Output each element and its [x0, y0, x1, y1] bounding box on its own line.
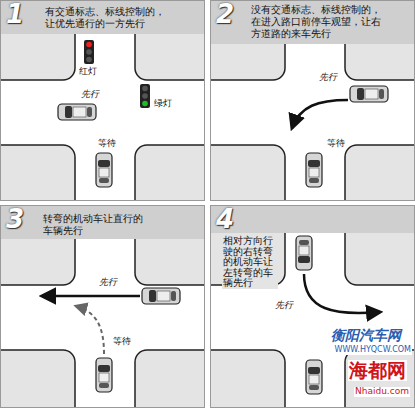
- car: [350, 86, 388, 102]
- panel-number: 4: [216, 206, 234, 232]
- watermark: 海都网: [348, 360, 407, 381]
- signal-label: 绿灯: [153, 98, 173, 108]
- panel-border: [211, 1, 415, 201]
- car-label: 先行: [274, 300, 294, 310]
- watermark: WWW.HYQCW.COM: [334, 346, 412, 355]
- car-label: 等待: [112, 336, 132, 346]
- car: [306, 360, 322, 394]
- car-label: 先行: [80, 89, 100, 99]
- car: [96, 153, 112, 187]
- car-label: 等待: [326, 138, 346, 148]
- panel-border: [1, 206, 205, 408]
- panel-number: 1: [6, 1, 24, 27]
- intersection: [0, 205, 205, 408]
- rule-text: 转弯的机动车让直行的车辆先行: [42, 213, 148, 237]
- signal-label: 红灯: [78, 66, 98, 76]
- watermark: Nhaidu.com: [354, 387, 410, 397]
- car: [142, 288, 180, 304]
- intersection: [0, 0, 205, 201]
- rule-text: 相对方向行驶的右转弯的机动车让左转弯的车辆先行: [222, 236, 278, 289]
- traffic-light: [140, 84, 150, 108]
- panel-border: [1, 1, 205, 201]
- car-label: 先行: [318, 72, 338, 82]
- panel-number: 2: [216, 1, 234, 27]
- arrow: [304, 274, 380, 313]
- car: [306, 153, 322, 187]
- arrow: [292, 100, 348, 128]
- car-label: 先行: [98, 277, 118, 287]
- intersection: [210, 205, 415, 408]
- watermark: 衡阳汽车网: [330, 328, 402, 343]
- intersection: [210, 0, 415, 201]
- car: [96, 358, 112, 392]
- car-label: 等待: [97, 138, 117, 148]
- dashed-arrow: [76, 306, 104, 354]
- panel-border: [211, 206, 415, 408]
- car: [58, 104, 96, 120]
- traffic-light: [84, 40, 94, 64]
- car: [296, 236, 312, 270]
- rule-text: 没有交通标志、标线控制的，在进入路口前停车观望，让右方道路的来车先行: [250, 4, 389, 40]
- panel-number: 3: [6, 206, 24, 232]
- arrow: [42, 295, 140, 298]
- rule-text: 有交通标志、标线控制的，让优先通行的一方先行: [44, 6, 171, 30]
